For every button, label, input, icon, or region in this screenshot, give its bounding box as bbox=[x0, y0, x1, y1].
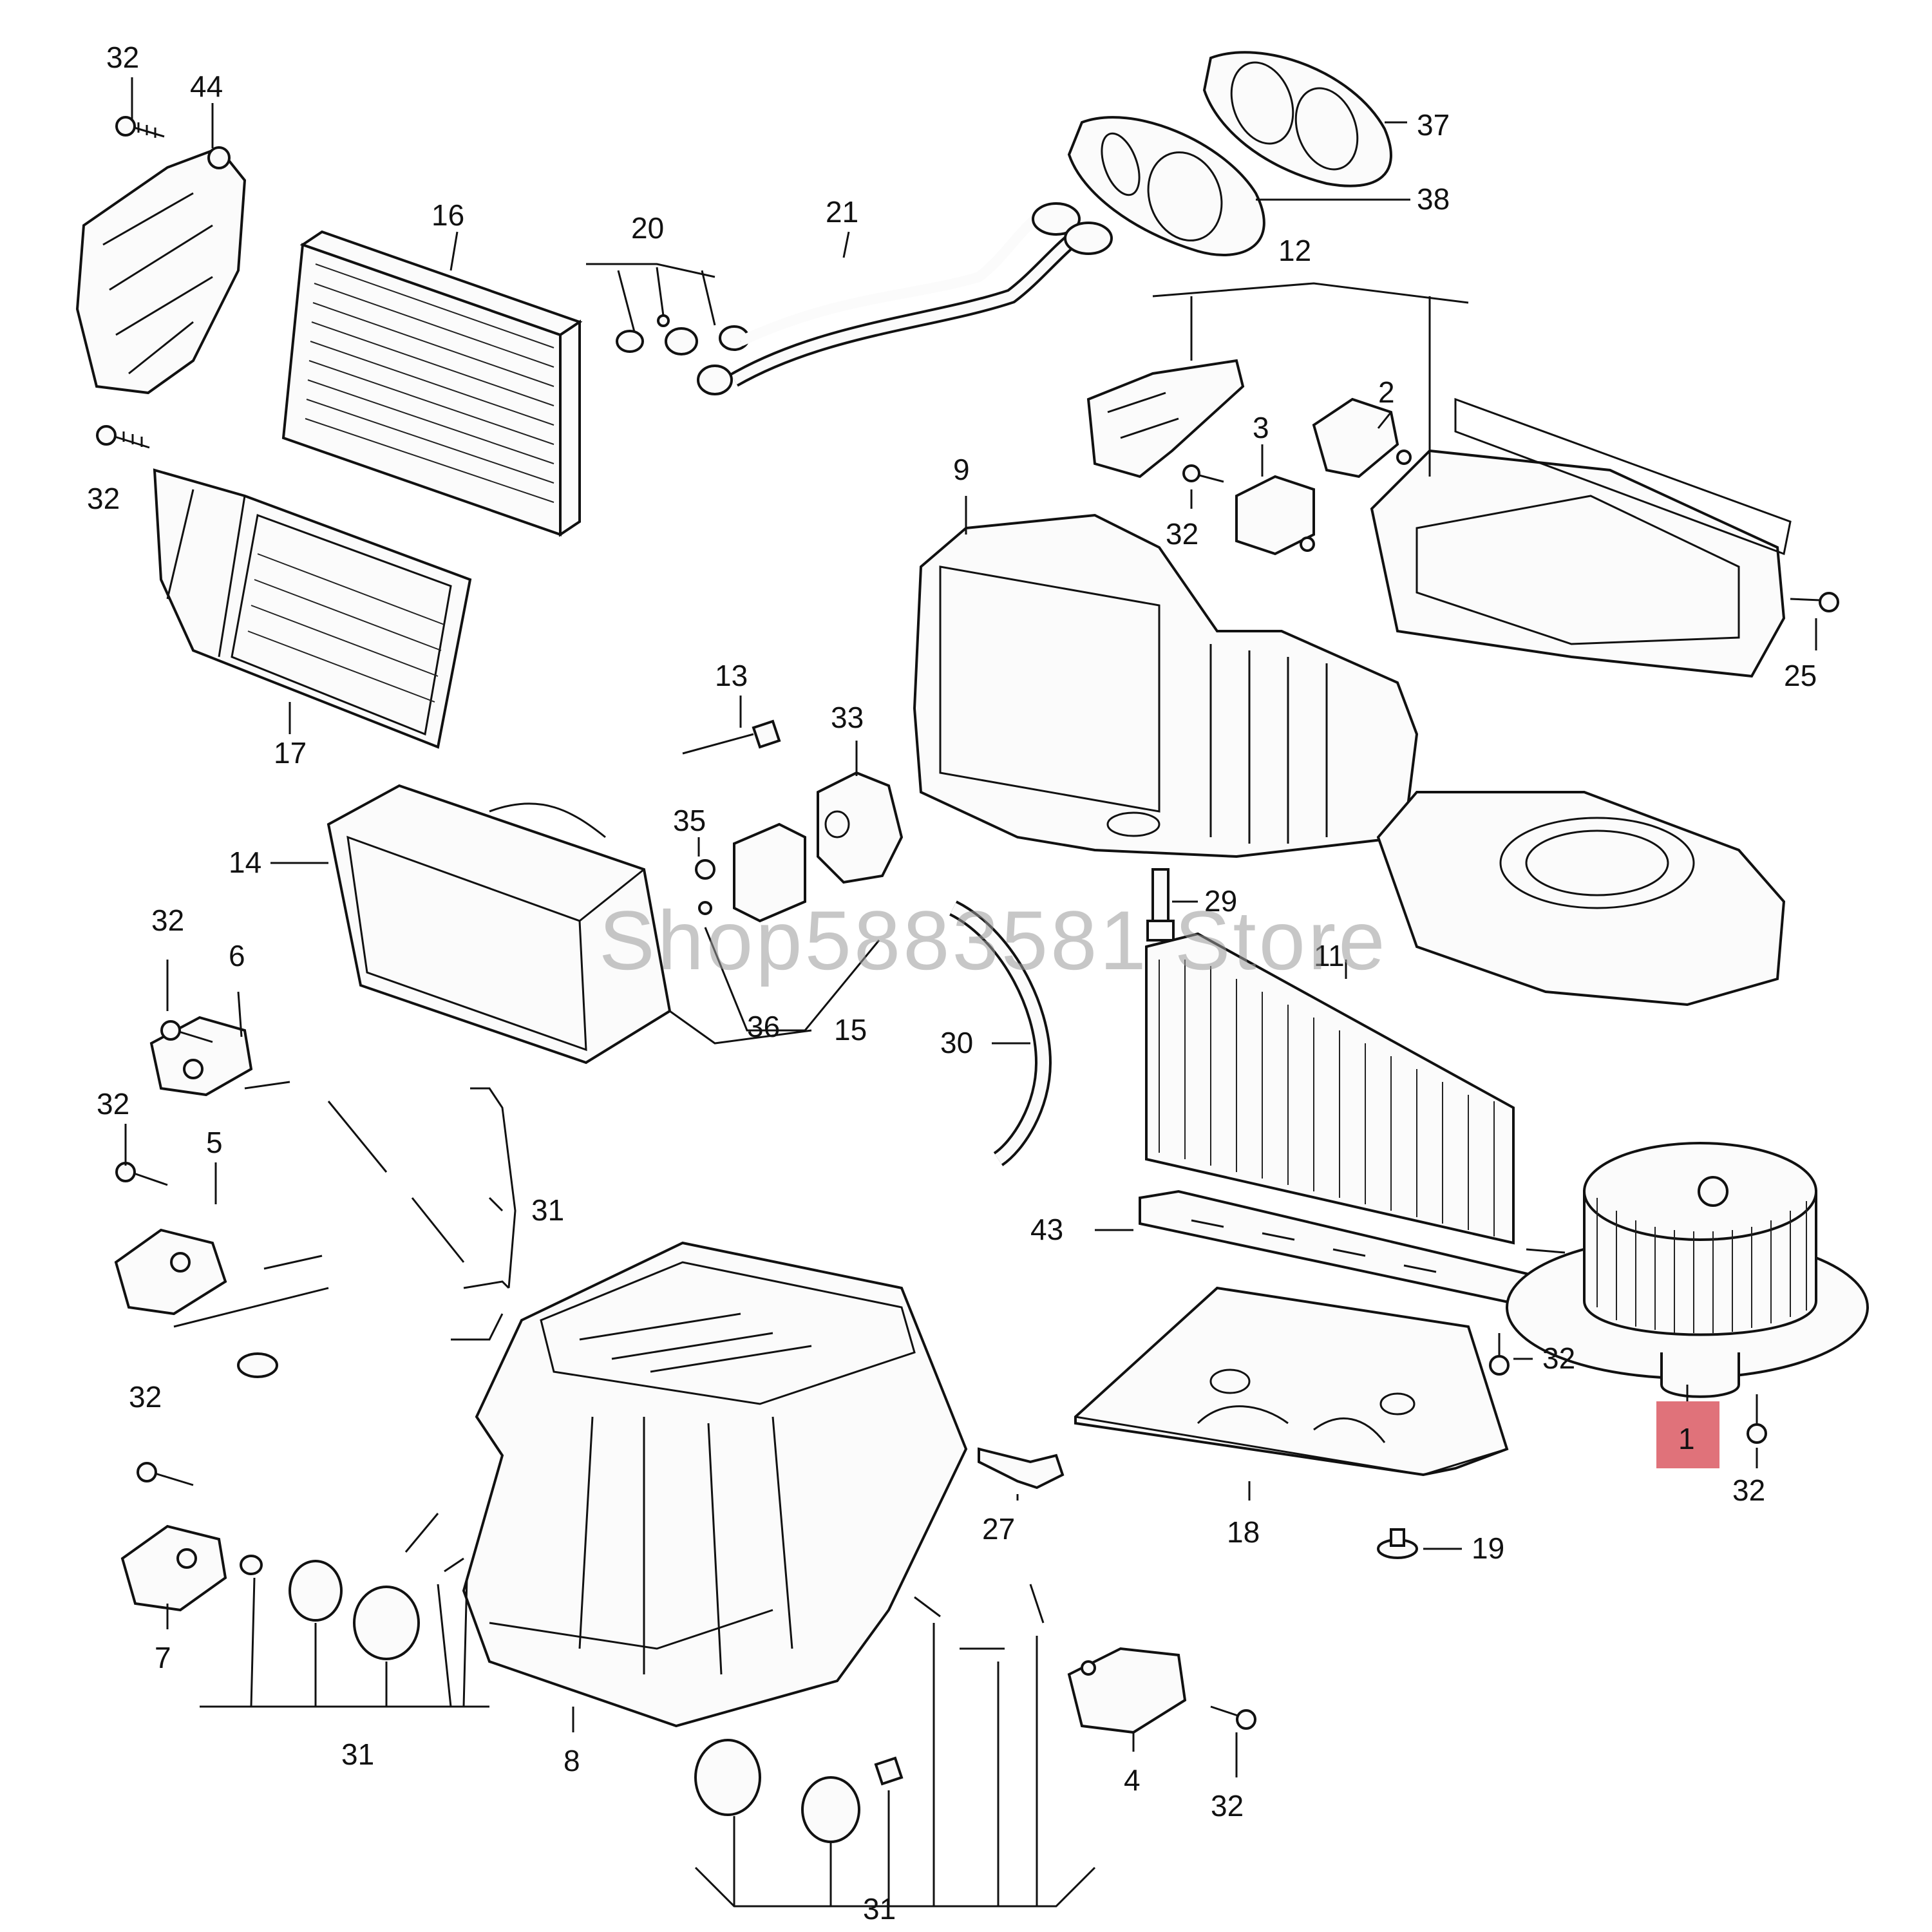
callout-38: 38 bbox=[1417, 182, 1450, 216]
part-11-filter bbox=[1145, 932, 1515, 1245]
part-17-core bbox=[153, 468, 472, 749]
callout-7: 7 bbox=[155, 1641, 171, 1674]
callout-32-servo-5: 32 bbox=[97, 1087, 129, 1121]
callout-9: 9 bbox=[953, 453, 970, 486]
callout-31-bottom: 31 bbox=[863, 1892, 896, 1926]
callout-44: 44 bbox=[190, 70, 223, 103]
part-upper-blower-housing bbox=[1370, 397, 1839, 678]
part-31-wheels-bottom bbox=[694, 1584, 1045, 1843]
part-4-servo bbox=[1067, 1647, 1187, 1734]
callout-32-top-left: 32 bbox=[106, 41, 139, 74]
part-7-servo bbox=[120, 1524, 227, 1612]
part-9-housing bbox=[913, 513, 1419, 858]
callout-12: 12 bbox=[1278, 234, 1311, 267]
callout-30: 30 bbox=[940, 1026, 973, 1059]
part-33-grommet bbox=[817, 771, 904, 884]
part-1-highlight bbox=[1656, 1401, 1719, 1468]
part-3-actuator bbox=[1235, 475, 1315, 556]
callout-11: 11 bbox=[1314, 939, 1345, 972]
part-8-heater-box bbox=[462, 1241, 968, 1728]
store-watermark: Shop5883581 Store bbox=[599, 893, 1388, 987]
part-18-plate bbox=[1074, 1286, 1509, 1477]
screw-32-c bbox=[1182, 464, 1224, 483]
screw-32-e bbox=[115, 1162, 168, 1186]
part-19-nut bbox=[1377, 1528, 1418, 1559]
callout-4: 4 bbox=[1124, 1763, 1141, 1797]
callout-17: 17 bbox=[274, 736, 307, 770]
callout-20: 20 bbox=[631, 211, 664, 245]
callout-18: 18 bbox=[1227, 1515, 1260, 1549]
callout-32-servo-7: 32 bbox=[129, 1380, 162, 1414]
callout-29: 29 bbox=[1204, 884, 1237, 918]
callout-32-motor: 32 bbox=[1732, 1473, 1765, 1507]
part-2-actuator bbox=[1312, 397, 1412, 478]
part-16-heater-core bbox=[281, 230, 583, 537]
part-1-blower-motor bbox=[1506, 1142, 1869, 1398]
callout-33: 33 bbox=[831, 701, 864, 734]
part-blower-housing bbox=[1376, 791, 1786, 1007]
callout-43: 43 bbox=[1030, 1213, 1063, 1246]
part-31-levers bbox=[173, 1081, 465, 1378]
screw-32-a bbox=[115, 116, 165, 138]
callout-2: 2 bbox=[1378, 375, 1395, 409]
callout-31-upper: 31 bbox=[531, 1193, 564, 1227]
callout-32-servo-6: 32 bbox=[151, 904, 184, 937]
screw-32-g bbox=[1747, 1394, 1767, 1444]
part-20-clips bbox=[616, 314, 750, 355]
callout-15: 15 bbox=[834, 1013, 867, 1046]
callout-labels: 32 44 16 20 21 37 38 12 2 3 32 32 9 25 1… bbox=[87, 41, 1817, 1926]
part-27-bracket bbox=[978, 1447, 1065, 1490]
callout-25: 25 bbox=[1784, 659, 1817, 692]
callout-37: 37 bbox=[1417, 108, 1450, 142]
part-29-sensor bbox=[1146, 868, 1175, 942]
part-21-pipes bbox=[697, 202, 1113, 395]
callout-36: 36 bbox=[747, 1010, 780, 1043]
screw-32-f bbox=[1489, 1333, 1510, 1376]
screw-32-b bbox=[96, 425, 150, 449]
part-44-bracket bbox=[75, 146, 247, 395]
callout-5: 5 bbox=[206, 1126, 223, 1159]
callout-16: 16 bbox=[431, 198, 464, 232]
part-31-wheels-left bbox=[240, 1513, 464, 1660]
callout-8: 8 bbox=[564, 1744, 580, 1777]
callout-6: 6 bbox=[229, 939, 245, 972]
callout-31-left: 31 bbox=[341, 1738, 374, 1771]
callout-32-plate: 32 bbox=[1542, 1341, 1575, 1375]
callout-32-actuator: 32 bbox=[1166, 517, 1198, 551]
part-37-seal bbox=[1202, 51, 1392, 187]
callout-1: 1 bbox=[1678, 1422, 1695, 1455]
screw-32-d bbox=[160, 1020, 213, 1043]
part-30-hose bbox=[949, 900, 1052, 1166]
callout-3: 3 bbox=[1253, 411, 1269, 444]
part-12-actuator-left bbox=[1086, 359, 1245, 478]
part-13-bolt bbox=[682, 719, 781, 755]
part-5-servo bbox=[114, 1228, 227, 1316]
callout-14: 14 bbox=[229, 846, 261, 879]
callout-19: 19 bbox=[1472, 1531, 1504, 1565]
part-38-seal bbox=[1067, 116, 1265, 256]
screw-32-h bbox=[137, 1462, 194, 1486]
screw-32-i bbox=[1210, 1705, 1256, 1730]
callout-35: 35 bbox=[673, 804, 706, 837]
callout-13: 13 bbox=[715, 659, 748, 692]
callout-21: 21 bbox=[826, 195, 858, 229]
callout-32-servo-4: 32 bbox=[1211, 1789, 1244, 1823]
callout-27: 27 bbox=[982, 1512, 1015, 1546]
leader-lines bbox=[124, 77, 1817, 1908]
callout-32-left-upper: 32 bbox=[87, 482, 120, 515]
part-expansion-valve bbox=[695, 822, 806, 923]
